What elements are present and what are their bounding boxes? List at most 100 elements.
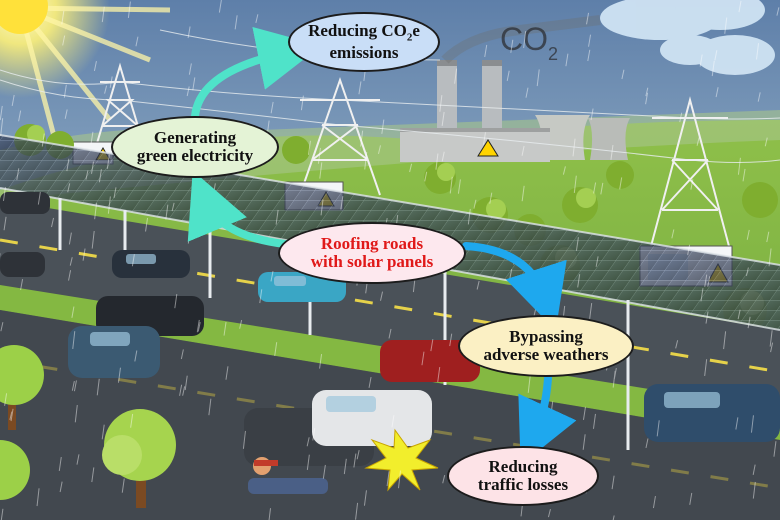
sun-icon bbox=[0, 0, 171, 141]
rain-streak bbox=[355, 502, 359, 520]
rain-streak bbox=[582, 406, 586, 420]
rain-streak bbox=[135, 36, 139, 47]
car-icon bbox=[0, 192, 780, 466]
rain-streak bbox=[68, 232, 72, 245]
rain-streak bbox=[645, 438, 649, 449]
rain-streak bbox=[363, 490, 367, 506]
rain-streak bbox=[69, 257, 73, 266]
rain-streak bbox=[773, 441, 777, 457]
rain-streak bbox=[343, 458, 347, 475]
rain-streak bbox=[435, 153, 439, 170]
rain-streak bbox=[769, 330, 773, 347]
svg-text:2: 2 bbox=[548, 44, 558, 64]
label-line: Roofing roads bbox=[320, 233, 424, 253]
rain-streak bbox=[319, 162, 323, 179]
rain-streak bbox=[621, 69, 625, 80]
rain-streak bbox=[476, 280, 480, 290]
label-line: Generating bbox=[153, 127, 237, 147]
rain-streak bbox=[652, 495, 656, 509]
svg-text:CO: CO bbox=[500, 21, 548, 57]
rain-streak bbox=[612, 515, 615, 520]
rain-streak bbox=[592, 413, 596, 429]
rain-streak bbox=[398, 470, 401, 489]
rain-streak bbox=[51, 217, 55, 228]
rain-streak bbox=[196, 319, 200, 333]
rain-streak bbox=[742, 168, 746, 182]
rain-streak bbox=[225, 366, 229, 380]
rain-streak bbox=[611, 475, 615, 490]
rain-streak bbox=[391, 415, 395, 428]
rain-streak bbox=[63, 84, 67, 98]
rain-streak bbox=[268, 508, 272, 520]
label-line: traffic losses bbox=[477, 475, 569, 494]
rain-streak bbox=[98, 169, 102, 183]
rain-streak bbox=[91, 161, 95, 174]
rain-streak bbox=[317, 147, 321, 164]
rain-streak bbox=[756, 43, 760, 60]
rain-streak bbox=[575, 237, 579, 251]
rain-streak bbox=[421, 351, 425, 366]
rain-streak bbox=[171, 202, 175, 212]
rain-streak bbox=[704, 274, 708, 287]
label-line: Bypassing bbox=[509, 326, 583, 346]
rain-streak bbox=[20, 279, 24, 291]
rain-streak bbox=[274, 342, 278, 357]
rain-streak bbox=[306, 454, 310, 470]
rain-streak bbox=[307, 140, 311, 155]
rain-streak bbox=[356, 450, 360, 460]
arrow-to-bypassing-weather bbox=[462, 242, 567, 331]
rain-streak bbox=[360, 130, 364, 147]
rain-streak bbox=[506, 70, 510, 82]
rain-streak bbox=[90, 131, 94, 145]
rain-streak bbox=[589, 302, 593, 319]
rain-streak bbox=[738, 0, 742, 13]
label-roofing-roads-with-solar-panels: Roofing roads with solar panels bbox=[278, 222, 466, 284]
rain-streak bbox=[145, 217, 149, 232]
rain-streak bbox=[179, 384, 183, 396]
label-line: emissions bbox=[329, 42, 399, 62]
label-line: Reducing CO2e bbox=[308, 20, 420, 44]
rain-streak bbox=[218, 0, 222, 13]
rain-streak bbox=[723, 331, 727, 350]
rain-streak bbox=[696, 137, 700, 146]
rain-streak bbox=[737, 309, 741, 320]
rain-streak bbox=[0, 105, 3, 121]
smoke-co2-text: CO 2 bbox=[500, 21, 558, 64]
rain-streak bbox=[523, 31, 527, 49]
rain-streak bbox=[174, 294, 178, 309]
rain-streak bbox=[37, 191, 41, 205]
label-line: adverse weathers bbox=[483, 345, 609, 364]
rain-streak bbox=[93, 61, 97, 72]
rain-streak bbox=[752, 481, 756, 499]
rain-streak bbox=[600, 182, 604, 195]
rain-streak bbox=[73, 380, 77, 392]
rain-streak bbox=[270, 271, 274, 282]
rain-streak bbox=[381, 119, 385, 134]
rain-streak bbox=[386, 471, 390, 487]
arrow-to-co2-reduction bbox=[191, 26, 322, 120]
rain-streak bbox=[186, 86, 190, 97]
rain-streak bbox=[66, 158, 70, 172]
rain-streak bbox=[707, 276, 711, 287]
rain-streak bbox=[113, 187, 117, 198]
rain-streak bbox=[388, 328, 392, 339]
rain-streak bbox=[62, 35, 66, 46]
rain-streak bbox=[131, 254, 135, 267]
rain-streak bbox=[71, 380, 75, 391]
rain-streak bbox=[0, 508, 4, 520]
rain-streak bbox=[192, 77, 196, 91]
rain-streak bbox=[104, 85, 108, 94]
rain-streak bbox=[521, 185, 525, 202]
crash-icon bbox=[248, 428, 439, 494]
rain-streak bbox=[368, 376, 372, 388]
rain-streak bbox=[714, 50, 718, 61]
rain-streak bbox=[187, 26, 191, 39]
rain-streak bbox=[562, 166, 566, 175]
rain-streak bbox=[619, 177, 623, 190]
rain-streak bbox=[0, 322, 4, 332]
rain-streak bbox=[117, 367, 121, 383]
rain-streak bbox=[610, 145, 614, 160]
rain-streak bbox=[259, 289, 263, 304]
rain-streak bbox=[449, 333, 453, 347]
